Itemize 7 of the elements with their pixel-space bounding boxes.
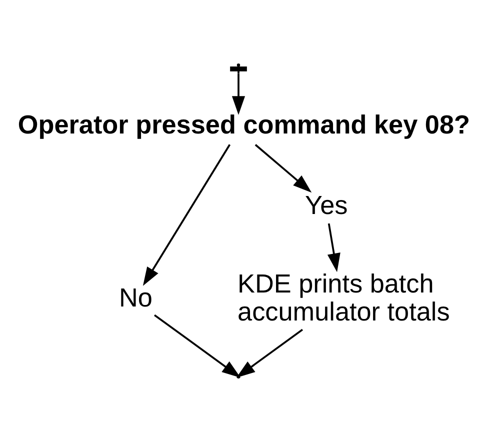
node-text: KDE prints batch accumulator totals — [238, 268, 450, 326]
arrow — [254, 144, 312, 192]
arrow — [327, 222, 340, 272]
node-text: Yes — [305, 189, 348, 220]
arrow — [142, 144, 231, 286]
node-text: No — [118, 282, 152, 312]
node-text: Operator pressed command key 08? — [18, 109, 470, 140]
